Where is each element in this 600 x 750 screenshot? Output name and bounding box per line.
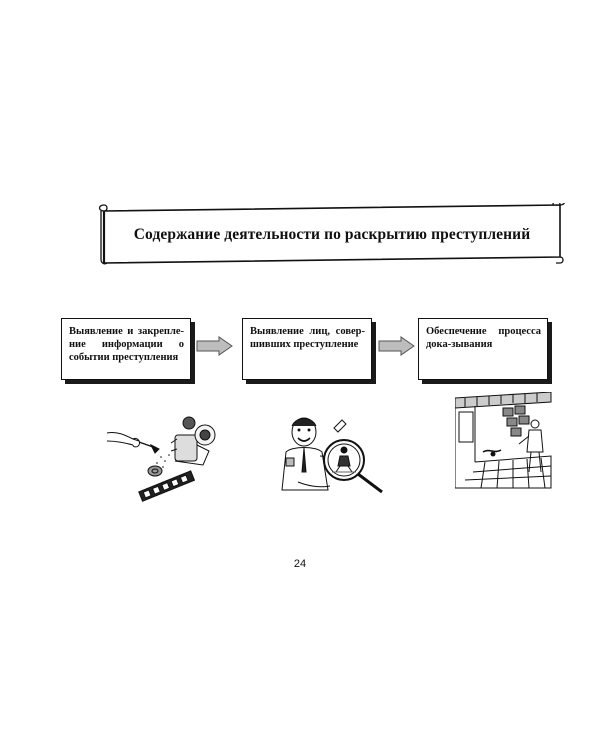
step-label-1: Выявление и закрепле-ние информации о со… [61, 318, 191, 380]
arrow-right-icon [196, 336, 233, 356]
fingerprint-evidence-illustration [106, 416, 216, 502]
arrow-right-icon [378, 336, 415, 356]
step-box-3: Обеспечение процесса дока-зывания [418, 318, 552, 384]
page-number: 24 [293, 558, 307, 570]
step-box-2: Выявление лиц, совер-шивших преступление [242, 318, 376, 384]
page-title: Содержание деятельности по раскрытию пре… [133, 226, 531, 243]
step-label-2: Выявление лиц, совер-шивших преступление [242, 318, 372, 380]
scroll-shape [98, 203, 565, 265]
crime-scene-room-illustration [455, 392, 552, 489]
step-label-3: Обеспечение процесса дока-зывания [418, 318, 548, 380]
title-scroll-banner: Содержание деятельности по раскрытию пре… [98, 203, 566, 267]
step-box-1: Выявление и закрепле-ние информации о со… [61, 318, 195, 384]
detective-magnifier-illustration [281, 417, 383, 494]
